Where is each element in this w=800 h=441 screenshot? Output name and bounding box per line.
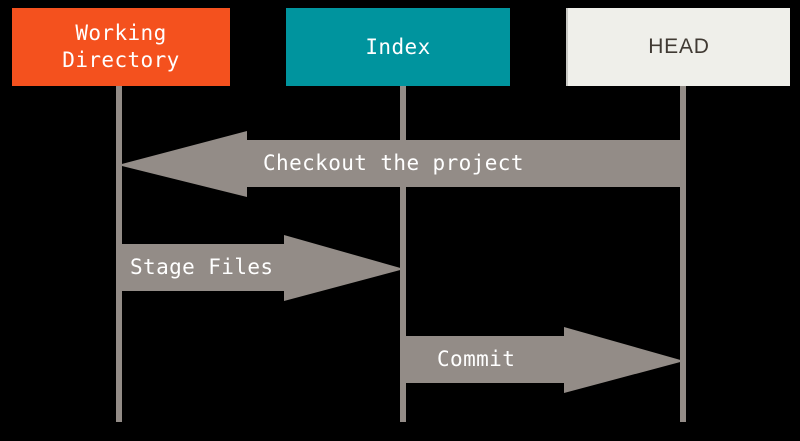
arrow-label-commit: Commit [437, 347, 516, 371]
area-label-index: Index [365, 34, 431, 59]
arrow-label-checkout-the-project: Checkout the project [263, 151, 524, 175]
lifeline-index [400, 86, 406, 422]
arrow-commit [400, 327, 684, 393]
arrow-commit-shape [400, 327, 684, 393]
area-label-head: HEAD [648, 34, 710, 58]
area-box-head: HEAD [566, 8, 790, 86]
arrow-label-stage-files: Stage Files [130, 255, 274, 279]
area-label-working-directory: Working Directory [62, 21, 180, 72]
area-box-index: Index [286, 8, 510, 86]
lifeline-head [680, 86, 686, 422]
arrow-stage-files [116, 235, 404, 301]
area-box-working-directory: Working Directory [12, 8, 230, 86]
arrow-stage-files-shape [116, 235, 404, 301]
arrow-checkout-the-project [118, 131, 686, 197]
arrow-checkout-shape [118, 131, 686, 197]
